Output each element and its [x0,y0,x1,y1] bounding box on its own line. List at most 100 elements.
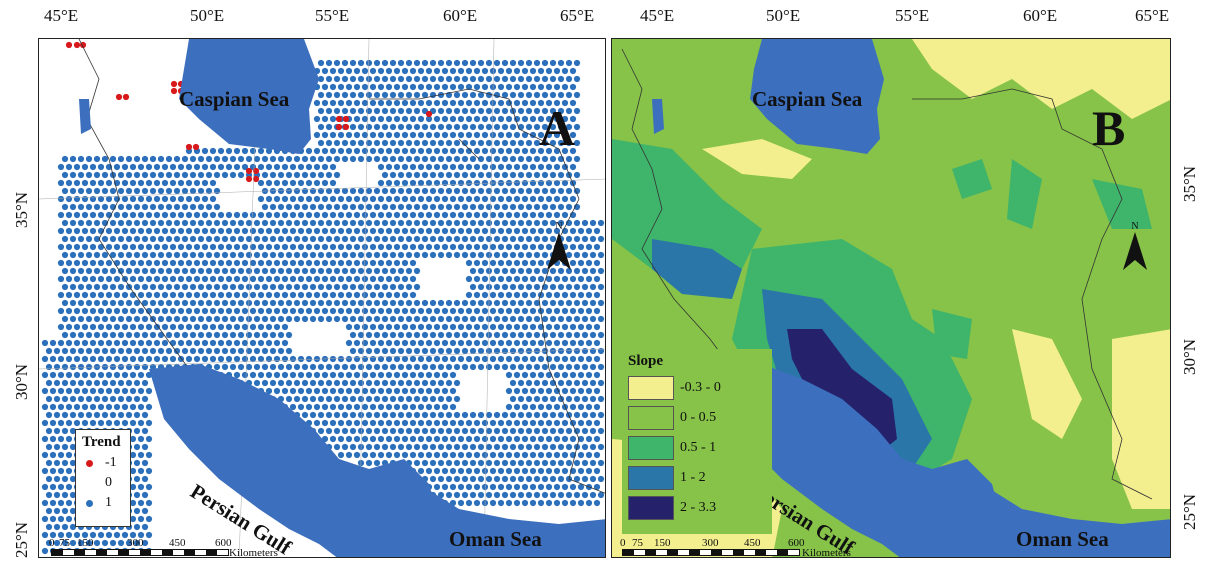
trend-point [433,83,441,91]
trend-point [553,227,561,235]
trend-point [477,491,485,499]
trend-point [433,339,441,347]
trend-point [445,459,453,467]
trend-point [521,211,529,219]
trend-point [145,531,153,539]
trend-point [573,155,581,163]
trend-point [545,451,553,459]
trend-point [369,115,377,123]
trend-point [53,411,61,419]
trend-point-negative [245,175,253,183]
trend-point [465,323,473,331]
lon-tick: 50°E [190,6,225,25]
trend-point [593,467,601,475]
trend-point [393,403,401,411]
trend-point [497,131,505,139]
trend-point [373,443,381,451]
trend-point [213,347,221,355]
trend-point [441,419,449,427]
trend-point [61,539,69,547]
trend-point [433,419,441,427]
trend-point [145,499,153,507]
trend-point [501,427,509,435]
trend-point [45,443,53,451]
trend-point [549,443,557,451]
trend-point [461,107,469,115]
trend-point [97,403,105,411]
trend-point [373,219,381,227]
trend-point [333,363,341,371]
trend-point [525,427,533,435]
trend-point [569,227,577,235]
trend-point [533,411,541,419]
trend-point [493,315,501,323]
trend-point [65,499,73,507]
trend-point [429,459,437,467]
trend-point [141,219,149,227]
trend-point [337,275,345,283]
trend-point [545,387,553,395]
trend-point [113,371,121,379]
trend-point [453,315,461,323]
trend-point [545,179,553,187]
trend-point [417,243,425,251]
trend-point [597,283,605,291]
trend-point [169,275,177,283]
trend-point [449,371,457,379]
trend-point [401,291,409,299]
trend-point [429,123,437,131]
trend-point [589,475,597,483]
trend-point [301,267,309,275]
trend-point [553,323,561,331]
trend-point [569,99,577,107]
trend-point [573,91,581,99]
trend-point [413,59,421,67]
trend-point [357,59,365,67]
trend-point [429,315,437,323]
trend-point [229,283,237,291]
trend-point [69,539,77,547]
trend-point [337,387,345,395]
trend-point [273,211,281,219]
trend-point [525,283,533,291]
trend-point [105,259,113,267]
trend-point [61,235,69,243]
trend-point [129,451,137,459]
trend-point [385,243,393,251]
trend-point [373,283,381,291]
trend-point [377,259,385,267]
trend-point [485,235,493,243]
trend-point [97,195,105,203]
trend-point [433,483,441,491]
trend-point [409,195,417,203]
trend-point [589,283,597,291]
legend-label: 0 - 0.5 [680,410,717,425]
trend-point [325,107,333,115]
trend-point [385,115,393,123]
trend-point [285,379,293,387]
trend-point-negative [245,167,253,175]
trend-point [401,435,409,443]
trend-point [425,211,433,219]
trend-point [125,347,133,355]
trend-point [365,75,373,83]
slope-zone-low [702,139,812,179]
trend-point [477,363,485,371]
trend-point [101,539,109,547]
trend-point [53,475,61,483]
trend-point [413,267,421,275]
trend-point [457,307,465,315]
trend-point [193,243,201,251]
trend-point [453,299,461,307]
trend-point [133,235,141,243]
trend-point [477,267,485,275]
trend-point [141,507,149,515]
trend-point [473,115,481,123]
trend-point [449,147,457,155]
trend-point [233,163,241,171]
trend-point [193,179,201,187]
lon-tick: 45°E [640,6,675,25]
trend-point [73,371,81,379]
scale-bar-graphic [51,549,229,556]
trend-point [297,195,305,203]
